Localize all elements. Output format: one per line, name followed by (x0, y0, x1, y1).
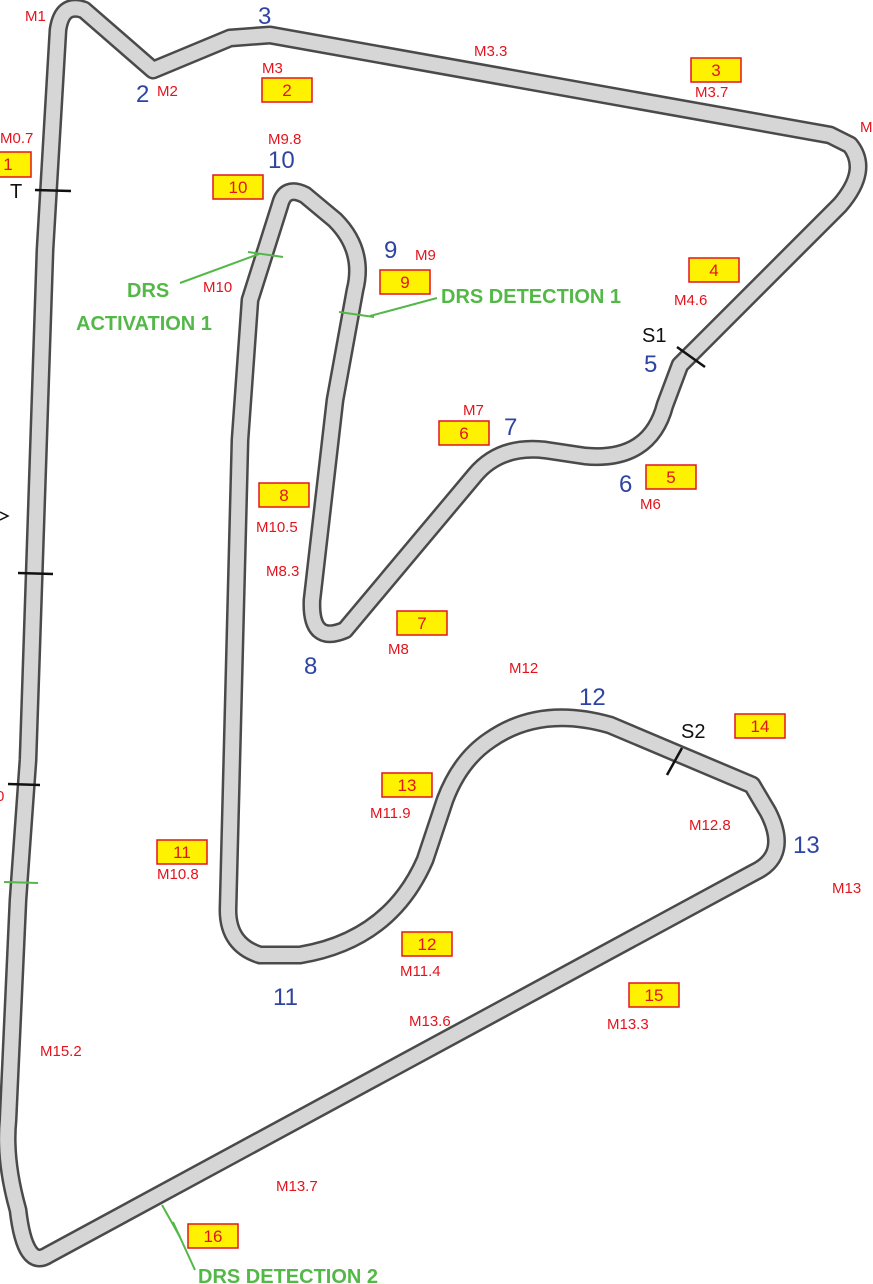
turn-box: 15 (628, 982, 680, 1008)
distance-marker: M13.7 (276, 1178, 318, 1195)
sector-line-s2 (665, 747, 684, 776)
turn-box: 11 (156, 839, 208, 865)
corner-number: 10 (268, 147, 295, 174)
distance-marker: M11.4 (400, 963, 441, 980)
timing-line-label: T (10, 181, 22, 203)
turn-box: 8 (258, 482, 310, 508)
turn-box-label: 10 (229, 178, 248, 197)
turn-box: 3 (690, 57, 742, 83)
edge-fragment-label: 0 (0, 788, 4, 805)
distance-marker: M13.6 (409, 1013, 451, 1030)
timing-line-mid-1 (17, 571, 54, 576)
corner-number: 5 (644, 351, 657, 378)
edge-arrow-icon (0, 511, 10, 521)
distance-marker: M6 (640, 496, 661, 513)
distance-marker: M (860, 119, 873, 136)
corner-number: 7 (504, 414, 517, 441)
distance-markers: M1 M2 M3 M3.3 M3.7 M M0.7 M9.8 M9 M10 M4… (0, 8, 873, 1195)
turn-box: 10 (212, 174, 264, 200)
turn-box-label: 5 (666, 468, 675, 487)
drs-detection-1-line (338, 311, 375, 318)
timing-line-mid-2 (7, 782, 41, 787)
turn-box-label: 7 (417, 614, 426, 633)
corner-number: 6 (619, 471, 632, 498)
corner-number: 13 (793, 832, 820, 859)
turn-box-label: 11 (173, 843, 191, 862)
drs-detection-1-label: DRS DETECTION 1 (441, 286, 621, 308)
distance-marker: M8.3 (266, 563, 299, 580)
turn-box-label: 1 (3, 155, 12, 174)
drs-activation-1-label: DRS (127, 280, 169, 302)
turn-box: 4 (688, 257, 740, 283)
distance-marker: M3 (262, 60, 283, 77)
drs-detection-1-leader (369, 297, 438, 317)
distance-marker: M10.8 (157, 866, 199, 883)
drs-activation-1-label: ACTIVATION 1 (76, 313, 212, 335)
corner-numbers: 2 3 5 6 7 8 9 10 11 12 13 (136, 3, 820, 1011)
drs-detection-2-label: DRS DETECTION 2 (198, 1266, 378, 1284)
turn-box: 9 (379, 269, 431, 295)
drs-activation-1-line (247, 251, 284, 258)
drs-detection-2-leader (172, 1221, 196, 1271)
turn-box-label: 4 (709, 261, 718, 280)
drs-labels: DRS ACTIVATION 1 DRS DETECTION 1 DRS DET… (76, 280, 621, 1284)
sector-labels: T S1 S2 (10, 181, 705, 743)
distance-marker: M8 (388, 641, 409, 658)
distance-marker: M9 (415, 247, 436, 264)
turn-box: 2 (261, 77, 313, 103)
timing-line-t (34, 188, 72, 193)
distance-marker: M4.6 (674, 292, 707, 309)
turn-box: 1 (0, 151, 32, 178)
sector-label-s1: S1 (642, 325, 666, 347)
turn-box: 6 (438, 420, 490, 446)
corner-number: 3 (258, 3, 271, 30)
distance-marker: M15.2 (40, 1043, 82, 1060)
turn-box: 14 (734, 713, 786, 739)
distance-marker: M3.3 (474, 43, 507, 60)
turn-box-label: 8 (279, 486, 288, 505)
turn-box-label: 6 (459, 424, 468, 443)
corner-number: 2 (136, 81, 149, 108)
distance-marker: M13 (832, 880, 861, 897)
corner-number: 12 (579, 684, 606, 711)
drs-detection-line-left (3, 881, 39, 884)
turn-box: 7 (396, 610, 448, 636)
turn-box-label: 13 (398, 776, 417, 795)
distance-marker: M12.8 (689, 817, 731, 834)
turn-boxes: 2 3 1 10 9 4 6 5 (0, 57, 786, 1249)
turn-box-label: 15 (645, 986, 664, 1005)
turn-box-label: 14 (751, 717, 770, 736)
corner-number: 8 (304, 653, 317, 680)
drs-lines (3, 251, 438, 1271)
corner-number: 9 (384, 237, 397, 264)
distance-marker: M9.8 (268, 131, 301, 148)
turn-box-label: 9 (400, 273, 409, 292)
distance-marker: M1 (25, 8, 46, 25)
sector-label-s2: S2 (681, 721, 705, 743)
turn-box: 13 (381, 772, 433, 798)
distance-marker: M10 (203, 279, 232, 296)
turn-box-label: 16 (204, 1227, 223, 1246)
turn-box-label: 2 (282, 81, 291, 100)
corner-number: 11 (273, 984, 298, 1011)
distance-marker: M7 (463, 402, 484, 419)
sector-line-s1 (676, 345, 706, 369)
distance-marker: M12 (509, 660, 538, 677)
turn-box: 16 (187, 1223, 239, 1249)
distance-marker: M2 (157, 83, 178, 100)
drs-activation-1-leader (179, 253, 260, 284)
sector-lines (7, 188, 706, 787)
turn-box-label: 12 (418, 935, 437, 954)
turn-box-label: 3 (711, 61, 720, 80)
distance-marker: M0.7 (0, 130, 33, 147)
turn-box: 12 (401, 931, 453, 957)
distance-marker: M3.7 (695, 84, 728, 101)
distance-marker: M13.3 (607, 1016, 649, 1033)
distance-marker: M11.9 (370, 805, 411, 822)
turn-box: 5 (645, 464, 697, 490)
distance-marker: M10.5 (256, 519, 298, 536)
